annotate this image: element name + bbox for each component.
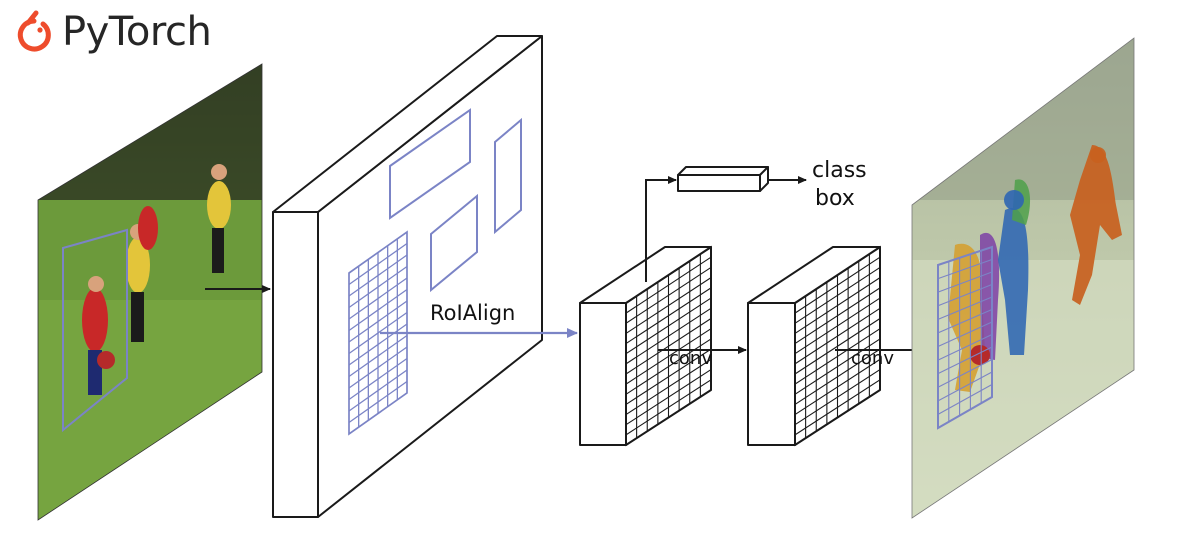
roi-grid xyxy=(348,230,408,436)
conv-block-2-grid xyxy=(794,245,881,447)
grid-line xyxy=(937,346,993,375)
grid-line xyxy=(794,277,881,334)
grid-line xyxy=(794,287,881,345)
conv-label-1: conv xyxy=(669,348,712,369)
grid-line xyxy=(348,254,408,297)
grid-line xyxy=(794,328,881,385)
grid-line xyxy=(348,346,408,389)
grid-line xyxy=(348,300,408,343)
grid-line xyxy=(625,277,712,334)
grid-line xyxy=(348,334,408,378)
pytorch-logo: PyTorch xyxy=(14,4,212,60)
pytorch-flame-icon xyxy=(17,10,51,52)
grid-line xyxy=(625,338,712,395)
grid-line xyxy=(625,256,712,314)
grid-line xyxy=(348,380,408,424)
grid-line xyxy=(625,318,712,375)
branch-arrow xyxy=(645,176,677,282)
grid-line xyxy=(937,258,993,280)
grid-line xyxy=(794,369,881,426)
grid-line xyxy=(625,348,712,405)
fc-layer xyxy=(677,166,769,192)
grid-line xyxy=(348,357,408,401)
grid-line xyxy=(348,288,408,332)
grid-line xyxy=(625,297,712,355)
roi-align-label: RoIAlign xyxy=(430,301,515,325)
grid-outline xyxy=(625,245,712,447)
grid-line xyxy=(794,348,881,405)
grid-line xyxy=(348,265,408,309)
grid-line xyxy=(625,287,712,345)
grid-line xyxy=(625,379,712,436)
grid-line xyxy=(794,379,881,436)
grid-line xyxy=(794,266,881,324)
grid-line xyxy=(937,359,993,388)
grid-line xyxy=(794,338,881,395)
grid-line xyxy=(625,328,712,385)
grid-outline xyxy=(794,245,881,447)
conv-block-1-grid xyxy=(625,245,712,447)
output-mask-grid xyxy=(937,246,993,430)
grid-line xyxy=(625,266,712,324)
grid-line xyxy=(937,296,993,320)
output-image xyxy=(911,37,1135,519)
grid-line xyxy=(794,318,881,375)
box-label: box xyxy=(815,186,855,211)
logo-text: PyTorch xyxy=(62,9,212,55)
grid-line xyxy=(625,307,712,365)
grid-line xyxy=(937,334,993,361)
grid-line xyxy=(348,323,408,366)
grid-line xyxy=(348,311,408,355)
grid-line xyxy=(348,242,408,286)
grid-line xyxy=(794,358,881,416)
conv-label-2: conv xyxy=(851,348,894,369)
grid-line xyxy=(794,256,881,314)
grid-line xyxy=(348,369,408,412)
grid-line xyxy=(625,369,712,426)
input-image xyxy=(37,63,263,521)
grid-line xyxy=(937,308,993,334)
grid-line xyxy=(937,283,993,307)
grid-line xyxy=(937,321,993,348)
grid-line xyxy=(625,358,712,416)
conv-block-2 xyxy=(747,246,881,446)
roi-proposals xyxy=(389,108,522,293)
class-label: class xyxy=(812,158,867,183)
grid-line xyxy=(348,277,408,320)
grid-line xyxy=(937,384,993,415)
grid-line xyxy=(937,271,993,293)
grid-line xyxy=(794,307,881,365)
grid-line xyxy=(794,297,881,355)
grid-line xyxy=(937,371,993,402)
